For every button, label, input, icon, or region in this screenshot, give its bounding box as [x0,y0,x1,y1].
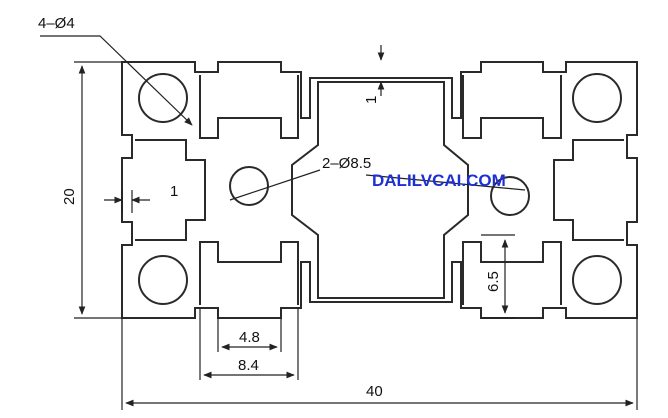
hole-top-right [572,73,622,123]
center-holes [229,166,530,216]
hole-bottom-right [572,255,622,305]
label-corner-holes: 4–Ø4 [38,15,75,32]
label-width: 40 [366,383,383,400]
label-slot-inner: 4.8 [239,329,260,346]
hole-center-right [490,176,530,216]
label-center-holes: 2–Ø8.5 [322,155,371,172]
hole-bottom-left [138,255,188,305]
dimension-lines [40,35,638,410]
watermark-text: DALILVCAI.COM [372,171,506,190]
label-side-wall: 1 [170,183,178,200]
label-top-wall: 1 [363,96,380,104]
hole-center-left [229,166,269,206]
label-slot-depth: 6.5 [485,271,502,292]
dimension-labels: 4–Ø4 2–Ø8.5 1 1 20 40 4.8 8.4 6.5 [38,15,502,400]
label-slot-outer: 8.4 [238,357,259,374]
label-height: 20 [61,188,78,205]
profile-cavities [135,75,624,305]
